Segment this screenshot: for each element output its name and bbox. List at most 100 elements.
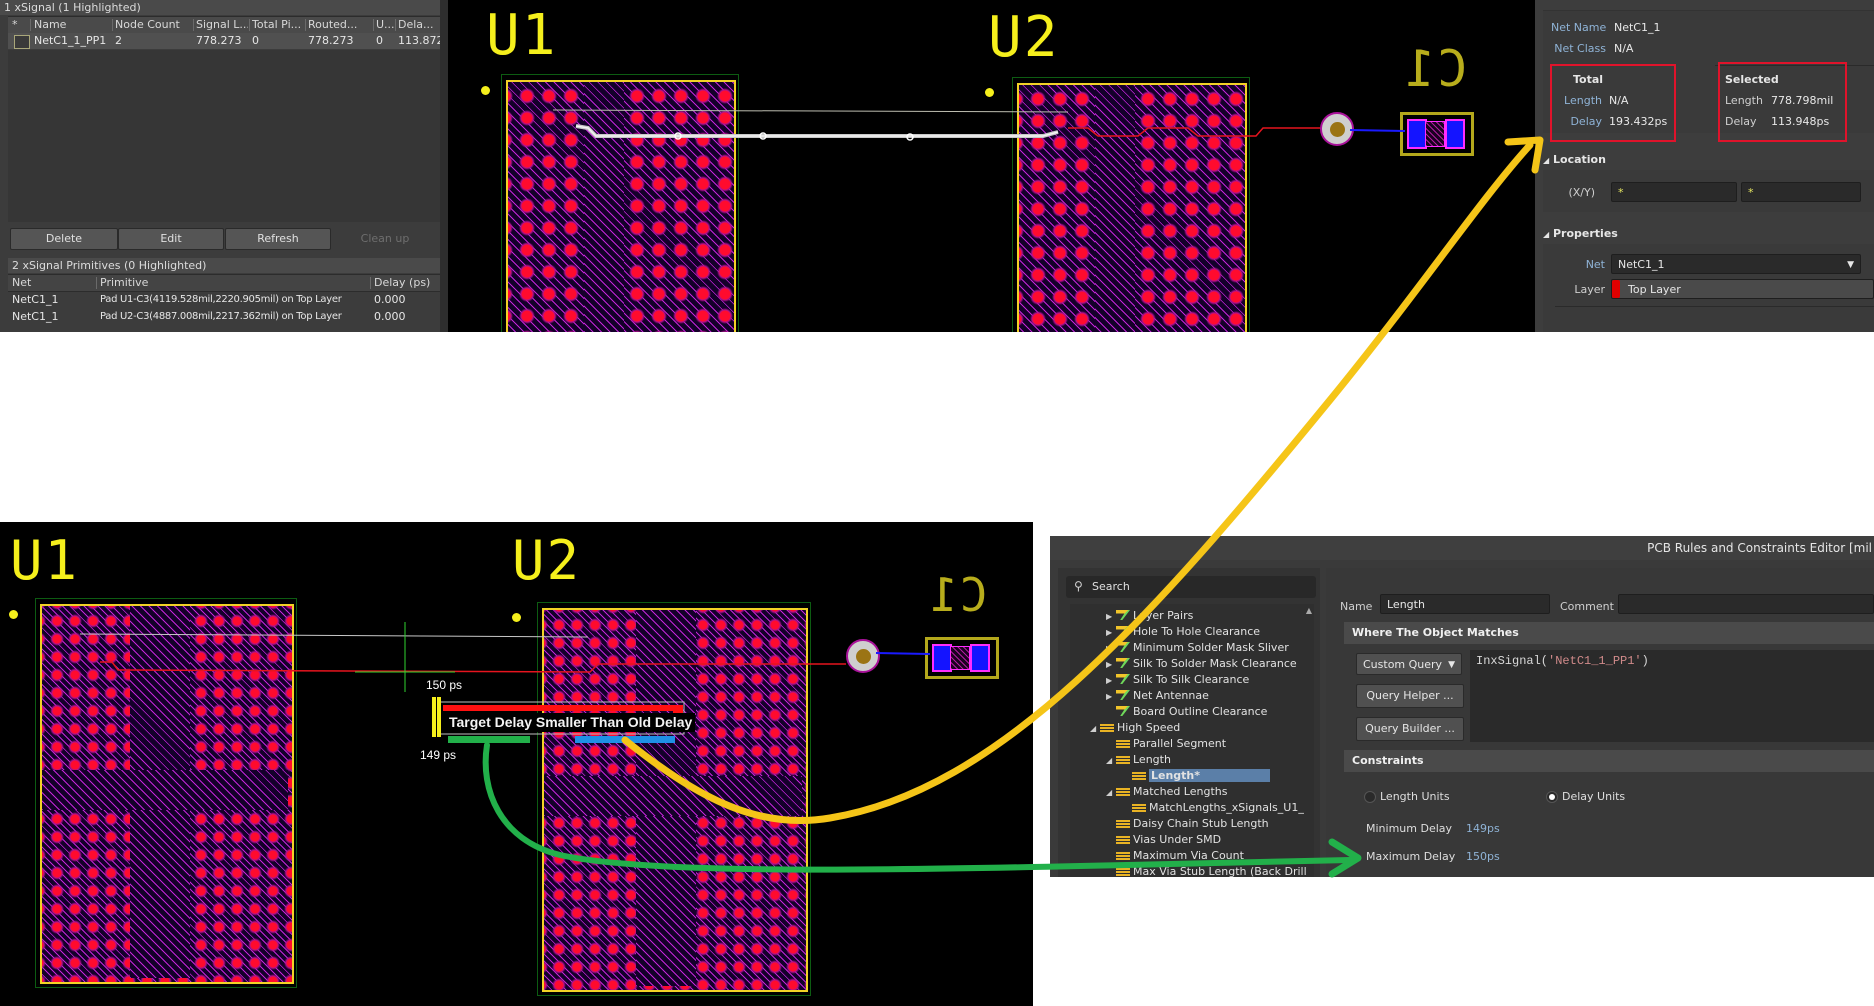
col-total-pin[interactable]: Total Pi... — [252, 18, 302, 31]
designator-c1: C1 — [1403, 40, 1468, 98]
query-type-dropdown[interactable]: Custom Query ▼ — [1356, 653, 1462, 675]
tree-item[interactable]: MatchLengths_xSignals_U1_ — [1122, 800, 1304, 816]
xsignal-signal-length: 778.273 — [196, 34, 242, 47]
length-units-label[interactable]: Length Units — [1380, 790, 1450, 803]
edit-button[interactable]: Edit — [118, 228, 224, 250]
location-heading[interactable]: ◢ Location — [1543, 153, 1606, 166]
max-delay-value[interactable]: 150ps — [1466, 850, 1500, 863]
tree-item[interactable]: ◢High Speed — [1090, 720, 1180, 736]
col-primitive-delay[interactable]: Delay (ps) — [374, 276, 431, 289]
xsignals-table-header: * Name Node Count Signal L... Total Pi..… — [8, 16, 440, 34]
c1-footprint[interactable] — [1400, 112, 1474, 156]
tree-item-label: MatchLengths_xSignals_U1_ — [1149, 801, 1304, 814]
delay-units-label[interactable]: Delay Units — [1562, 790, 1626, 803]
tree-item-label: Board Outline Clearance — [1133, 705, 1268, 718]
rules-tree[interactable]: ▶Layer Pairs▶Hole To Hole Clearance▶Mini… — [1070, 604, 1314, 877]
pcb-canvas-bottom[interactable]: U1 U2 C1 150 ps 149 ps Target Delay Smal… — [0, 522, 1033, 1006]
query-text-area[interactable]: InxSignal('NetC1_1_PP1') — [1470, 650, 1874, 742]
tree-item-label: Hole To Hole Clearance — [1133, 625, 1261, 638]
xsignal-routed: 778.273 — [308, 34, 354, 47]
col-star[interactable]: * — [12, 18, 18, 31]
col-unrouted[interactable]: U... — [376, 18, 394, 31]
tree-item[interactable]: ▶Silk To Solder Mask Clearance — [1106, 656, 1297, 672]
tree-item[interactable]: ▶Net Antennae — [1106, 688, 1209, 704]
selected-heading: Selected — [1725, 73, 1779, 86]
min-delay-value[interactable]: 149ps — [1466, 822, 1500, 835]
xsignal-row[interactable]: NetC1_1_PP1 2 778.273 0 778.273 0 113.87… — [8, 33, 440, 49]
tree-item[interactable]: ◢Matched Lengths — [1106, 784, 1227, 800]
panel-scrollbar[interactable] — [440, 0, 448, 332]
rule-name-label: Name — [1340, 600, 1373, 613]
tree-item[interactable]: ▶ Hole To Hole Clearance — [1106, 624, 1260, 640]
rule-icon — [1116, 610, 1130, 620]
trace-vertex[interactable] — [906, 133, 914, 141]
tree-item[interactable]: ◢Length — [1106, 752, 1171, 768]
via[interactable] — [846, 639, 880, 673]
tree-item[interactable]: Vias Under SMD — [1106, 832, 1221, 848]
tree-item[interactable]: Parallel Segment — [1106, 736, 1226, 752]
rules-search-input[interactable]: ⚲ Search — [1066, 576, 1316, 598]
rule-comment-input[interactable] — [1618, 594, 1874, 614]
rule-name-input[interactable]: Length — [1380, 594, 1550, 614]
via[interactable] — [1320, 112, 1354, 146]
query-helper-button[interactable]: Query Helper ... — [1356, 684, 1464, 708]
query-builder-button[interactable]: Query Builder ... — [1356, 717, 1464, 741]
location-x-field[interactable]: * — [1611, 182, 1737, 202]
col-delay[interactable]: Dela... — [398, 18, 434, 31]
collapse-icon: ◢ — [1543, 230, 1550, 239]
expand-closed-icon[interactable]: ▶ — [1106, 692, 1113, 701]
chevron-down-icon: ▼ — [1448, 660, 1455, 670]
tree-item[interactable]: Board Outline Clearance — [1106, 704, 1267, 720]
pcb-canvas-top[interactable]: U1 U2 C1 — [448, 0, 1535, 332]
expand-closed-icon[interactable]: ▶ — [1106, 660, 1113, 669]
primitive-row[interactable]: NetC1_1 Pad U1-C3(4119.528mil,2220.905mi… — [8, 292, 440, 308]
tree-item[interactable]: Maximum Via Count — [1106, 848, 1244, 864]
tree-item[interactable]: ▶Silk To Silk Clearance — [1106, 672, 1249, 688]
primitive-net: NetC1_1 — [12, 310, 59, 323]
delay-units-radio[interactable] — [1546, 791, 1558, 803]
tree-item[interactable]: ▶Minimum Solder Mask Sliver — [1106, 640, 1289, 656]
expand-closed-icon[interactable]: ▶ — [1106, 628, 1113, 637]
tree-item[interactable]: Max Via Stub Length (Back Drill — [1106, 864, 1307, 877]
length-units-radio[interactable] — [1364, 791, 1376, 803]
search-icon: ⚲ — [1074, 579, 1083, 593]
tree-item[interactable]: ▶Layer Pairs — [1106, 608, 1193, 624]
expand-open-icon[interactable]: ◢ — [1090, 724, 1097, 733]
selected-highlight-box — [1718, 62, 1847, 142]
tuning-bar-left-2 — [437, 697, 441, 737]
expand-closed-icon[interactable]: ▶ — [1106, 644, 1113, 653]
location-y-field[interactable]: * — [1741, 182, 1861, 202]
prop-layer-field[interactable]: Top Layer — [1611, 279, 1874, 299]
rule-category-icon — [1132, 804, 1146, 812]
col-name[interactable]: Name — [34, 18, 67, 31]
tree-item[interactable]: Length* — [1122, 768, 1271, 784]
primitive-row[interactable]: NetC1_1 Pad U2-C3(4887.008mil,2217.362mi… — [8, 309, 440, 325]
row-highlight-checkbox[interactable] — [14, 35, 30, 49]
trace-vertex[interactable] — [759, 132, 767, 140]
delete-button[interactable]: Delete — [10, 228, 118, 250]
c1-footprint[interactable] — [925, 637, 999, 679]
scroll-up-icon[interactable]: ▲ — [1305, 606, 1312, 615]
refresh-button[interactable]: Refresh — [225, 228, 331, 250]
min-delay-label: Minimum Delay — [1366, 822, 1453, 835]
rules-editor-title: PCB Rules and Constraints Editor [mil — [1050, 536, 1874, 560]
selected-delay-value: 113.948ps — [1771, 115, 1830, 128]
blue-trace[interactable] — [875, 652, 931, 655]
properties-heading[interactable]: ◢ Properties — [1543, 227, 1618, 240]
blue-trace[interactable] — [1349, 129, 1406, 132]
rule-icon — [1116, 706, 1130, 716]
expand-open-icon[interactable]: ◢ — [1106, 788, 1113, 797]
col-routed[interactable]: Routed... — [308, 18, 358, 31]
col-net[interactable]: Net — [12, 276, 32, 289]
prop-net-dropdown[interactable]: NetC1_1 ▼ — [1611, 254, 1861, 274]
col-signal-length[interactable]: Signal L... — [196, 18, 248, 31]
cleanup-button[interactable]: Clean up — [332, 228, 438, 250]
col-node-count[interactable]: Node Count — [115, 18, 180, 31]
col-primitive[interactable]: Primitive — [100, 276, 149, 289]
expand-closed-icon[interactable]: ▶ — [1106, 676, 1113, 685]
pin1-marker-u1 — [9, 610, 18, 619]
tree-item[interactable]: Daisy Chain Stub Length — [1106, 816, 1269, 832]
total-length-label: Length — [1564, 94, 1602, 107]
expand-open-icon[interactable]: ◢ — [1106, 756, 1113, 765]
expand-closed-icon[interactable]: ▶ — [1106, 612, 1113, 621]
